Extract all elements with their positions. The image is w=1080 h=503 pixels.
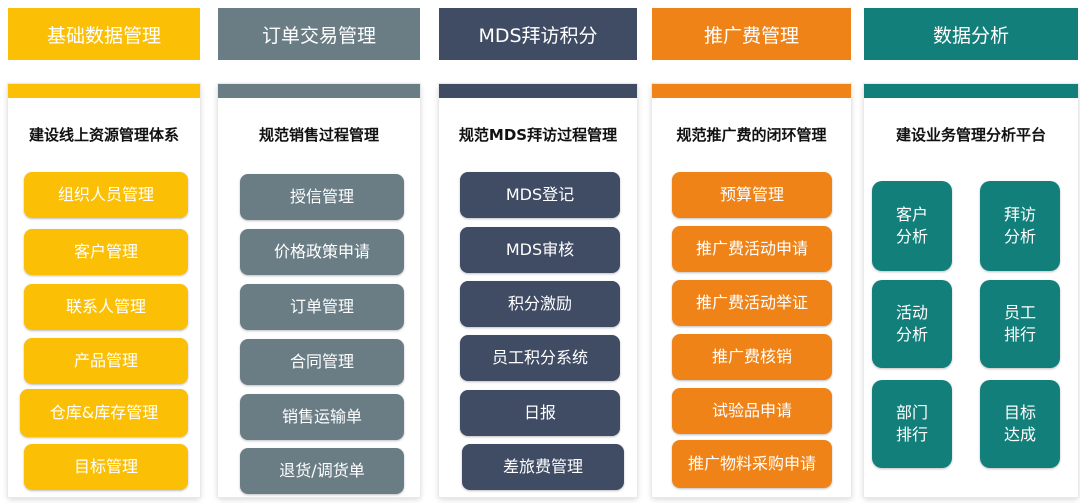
column-subtitle: 建设线上资源管理体系	[28, 126, 179, 144]
column-subtitle: 规范MDS拜访过程管理	[458, 126, 618, 144]
column-panel: 规范MDS拜访过程管理 MDS登记 MDS审核 积分激励 员工积分系统 日报 差…	[439, 84, 637, 497]
column-subtitle: 规范推广费的闭环管理	[676, 126, 827, 144]
column-header: 数据分析	[864, 8, 1078, 60]
module-item[interactable]: MDS审核	[460, 227, 620, 273]
analysis-tile[interactable]: 目标达成	[980, 380, 1060, 468]
column-subtitle: 建设业务管理分析平台	[895, 126, 1046, 144]
column-header: 基础数据管理	[8, 8, 200, 60]
module-item[interactable]: 日报	[460, 390, 620, 436]
analysis-tile[interactable]: 部门排行	[872, 380, 952, 468]
analysis-tile[interactable]: 拜访分析	[980, 181, 1060, 271]
module-item[interactable]: 推广费活动申请	[672, 226, 832, 272]
module-item[interactable]: 销售运输单	[240, 394, 404, 440]
analysis-tile[interactable]: 客户分析	[872, 181, 952, 271]
panel-accent-bar	[652, 84, 851, 98]
column-panel: 建设业务管理分析平台 客户分析 拜访分析 活动分析 员工排行 部门排行 目标达成	[864, 84, 1078, 497]
column-panel: 建设线上资源管理体系 组织人员管理 客户管理 联系人管理 产品管理 仓库&库存管…	[8, 84, 200, 497]
module-item[interactable]: 推广物料采购申请	[672, 440, 832, 488]
module-item[interactable]: MDS登记	[460, 172, 620, 218]
module-item[interactable]: 推广费活动举证	[672, 280, 832, 326]
panel-accent-bar	[218, 84, 420, 98]
column-header: 订单交易管理	[218, 8, 420, 60]
module-item[interactable]: 积分激励	[460, 281, 620, 327]
tile-label: 目标达成	[1003, 403, 1036, 444]
module-item[interactable]: 客户管理	[24, 229, 188, 275]
module-item[interactable]: 价格政策申请	[240, 229, 404, 275]
module-item[interactable]: 产品管理	[24, 338, 188, 384]
tile-label: 客户分析	[895, 205, 928, 246]
tile-label: 活动分析	[895, 303, 928, 344]
analysis-tile[interactable]: 活动分析	[872, 280, 952, 368]
module-item[interactable]: 员工积分系统	[460, 335, 620, 381]
module-item[interactable]: 推广费核销	[672, 334, 832, 380]
module-item[interactable]: 授信管理	[240, 174, 404, 220]
module-item[interactable]: 差旅费管理	[462, 444, 624, 490]
panel-accent-bar	[439, 84, 637, 98]
tile-label: 员工排行	[1003, 303, 1036, 344]
column-subtitle: 规范销售过程管理	[258, 126, 379, 144]
column-header: MDS拜访积分	[439, 8, 637, 60]
column-header: 推广费管理	[652, 8, 851, 60]
module-item[interactable]: 组织人员管理	[24, 172, 188, 218]
column-panel: 规范推广费的闭环管理 预算管理 推广费活动申请 推广费活动举证 推广费核销 试验…	[652, 84, 851, 497]
panel-accent-bar	[8, 84, 200, 98]
analysis-tile[interactable]: 员工排行	[980, 280, 1060, 368]
module-item[interactable]: 目标管理	[24, 444, 188, 490]
module-item[interactable]: 预算管理	[672, 172, 832, 218]
tile-label: 拜访分析	[1003, 205, 1036, 246]
module-item[interactable]: 仓库&库存管理	[20, 389, 188, 437]
module-item[interactable]: 订单管理	[240, 284, 404, 330]
panel-accent-bar	[864, 84, 1078, 98]
module-item[interactable]: 试验品申请	[672, 388, 832, 434]
column-panel: 规范销售过程管理 授信管理 价格政策申请 订单管理 合同管理 销售运输单 退货/…	[218, 84, 420, 497]
module-item[interactable]: 退货/调货单	[240, 448, 404, 494]
module-item[interactable]: 合同管理	[240, 339, 404, 385]
module-item[interactable]: 联系人管理	[24, 284, 188, 330]
tile-label: 部门排行	[895, 403, 928, 444]
